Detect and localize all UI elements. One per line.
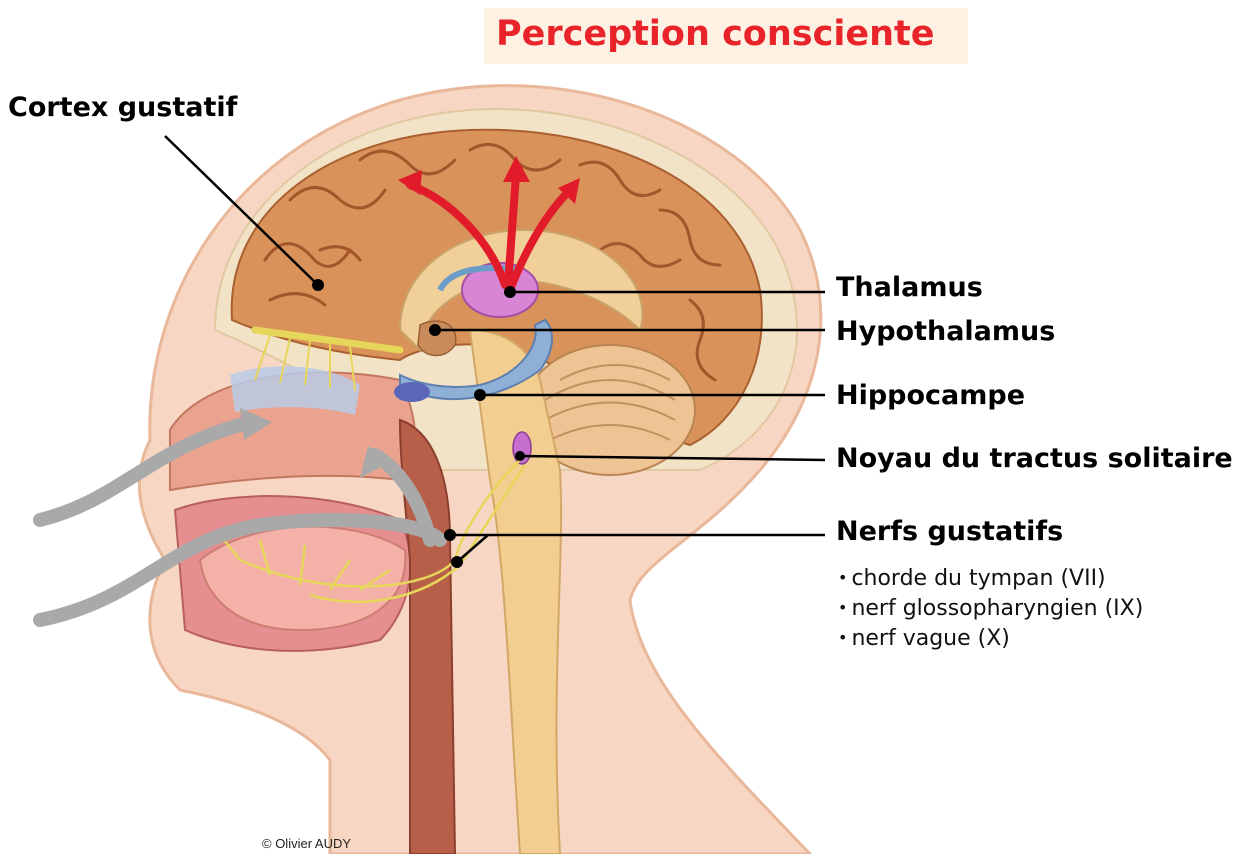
label-hypothalamus: Hypothalamus [836, 316, 1055, 348]
nerfs-gustatifs-list: chorde du tympan (VII) nerf glossopharyn… [838, 564, 1143, 654]
label-cortex-gustatif: Cortex gustatif [8, 92, 237, 124]
label-noyau-tractus-solitaire: Noyau du tractus solitaire [836, 443, 1233, 475]
label-nerfs-gustatifs: Nerfs gustatifs [836, 516, 1063, 548]
diagram-title: Perception consciente [496, 14, 934, 54]
nerf-item-vague: nerf vague (X) [838, 624, 1143, 654]
copyright-credit: © Olivier AUDY [262, 836, 351, 851]
label-thalamus: Thalamus [836, 272, 983, 304]
nerf-item-glossopharyngien: nerf glossopharyngien (IX) [838, 594, 1143, 624]
nerf-item-chorde: chorde du tympan (VII) [838, 564, 1143, 594]
label-hippocampe: Hippocampe [836, 380, 1025, 412]
hippocampus-head [394, 382, 430, 402]
